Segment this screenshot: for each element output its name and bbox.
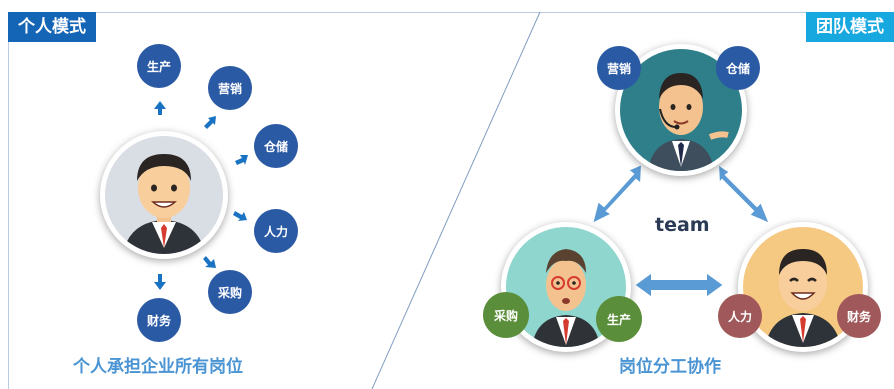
- role-procurement: 采购: [208, 270, 252, 314]
- team-arrows: [590, 162, 772, 300]
- role-warehouse: 仓储: [254, 124, 298, 168]
- arrow-downright-icon: [233, 211, 247, 221]
- team-role-finance: 财务: [837, 294, 881, 338]
- role-finance: 财务: [137, 298, 181, 342]
- single-businessman-avatar: [100, 131, 228, 259]
- team-role-procurement: 采购: [483, 292, 529, 338]
- team-role-warehouse: 仓储: [716, 46, 760, 90]
- left-caption: 个人承担企业所有岗位: [73, 357, 243, 377]
- divider-line: [371, 11, 541, 389]
- headset-businessman-avatar-icon: [648, 73, 729, 171]
- team-label: team: [655, 214, 710, 236]
- arrow-downright2-icon: [203, 256, 216, 268]
- role-marketing: 营销: [208, 66, 252, 110]
- arrow-horizontal-icon: [632, 270, 726, 300]
- team-role-production: 生产: [596, 296, 642, 342]
- arrow-up-icon: [154, 101, 166, 115]
- arrow-right-icon: [235, 155, 248, 165]
- arrow-upright-icon: [204, 116, 216, 129]
- team-role-hr: 人力: [718, 294, 762, 338]
- content-frame: [8, 12, 894, 389]
- glasses-man-avatar-icon: [532, 249, 600, 347]
- arrow-down-icon: [154, 274, 166, 290]
- businessman-avatar-icon: [123, 154, 205, 254]
- arrow-top-right-icon: [716, 162, 772, 226]
- arrow-top-left-icon: [590, 162, 644, 226]
- personal-mode-tag: 个人模式: [8, 12, 96, 42]
- role-hr: 人力: [254, 209, 298, 253]
- right-caption: 岗位分工协作: [619, 357, 721, 377]
- team-mode-tag: 团队模式: [806, 12, 894, 42]
- smiling-man-avatar-icon: [765, 249, 841, 347]
- team-role-marketing: 营销: [597, 46, 641, 90]
- role-production: 生产: [137, 44, 181, 88]
- role-arrows: [154, 101, 248, 290]
